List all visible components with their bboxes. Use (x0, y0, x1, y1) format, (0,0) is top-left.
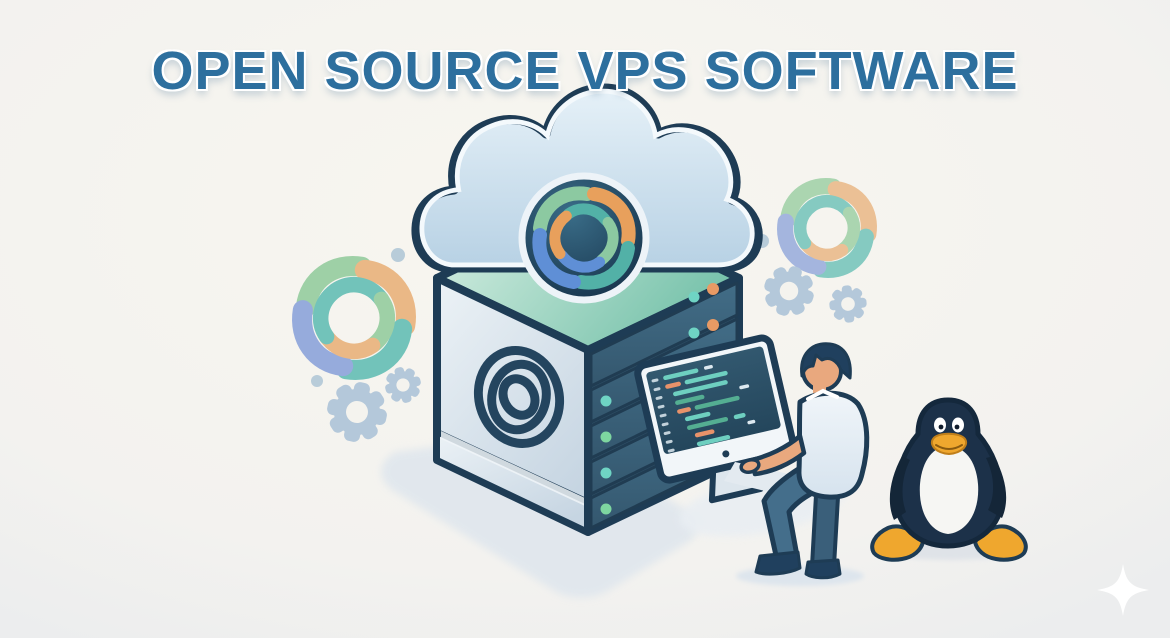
developer-collar (806, 388, 839, 401)
tux-left-flipper (889, 456, 910, 520)
developer-arm (749, 433, 807, 477)
badge-swirl-icon (532, 186, 636, 290)
tux-belly (919, 446, 979, 534)
cloud-inner-rim (419, 88, 755, 268)
page-title: OPEN SOURCE VPS SOFTWARE (151, 41, 1019, 102)
developer-shirt (796, 390, 870, 500)
tux-right-pupil (954, 424, 960, 430)
dot-icon (311, 375, 323, 387)
server-panel-logo (473, 345, 565, 449)
tux-beak-smile (935, 444, 963, 450)
tux-left-pupil (938, 424, 944, 430)
tux-beak (930, 432, 968, 456)
server-base-highlight (441, 431, 585, 506)
tux-penguin (870, 397, 1028, 562)
dot-icon (391, 248, 405, 262)
developer-back-leg (810, 493, 840, 568)
server-led-lights (600, 283, 719, 515)
developer-front-shoe (754, 550, 802, 576)
tux-right-flipper (986, 456, 1007, 518)
monitor-camera-dot (722, 450, 730, 458)
developer-hair (800, 342, 852, 380)
vps-logo-badge (518, 172, 650, 304)
developer-hand (739, 458, 761, 474)
code-lines (651, 364, 756, 453)
developer-back-shoe (804, 558, 842, 580)
developer (739, 342, 870, 580)
sparkle-icon (1097, 564, 1149, 616)
